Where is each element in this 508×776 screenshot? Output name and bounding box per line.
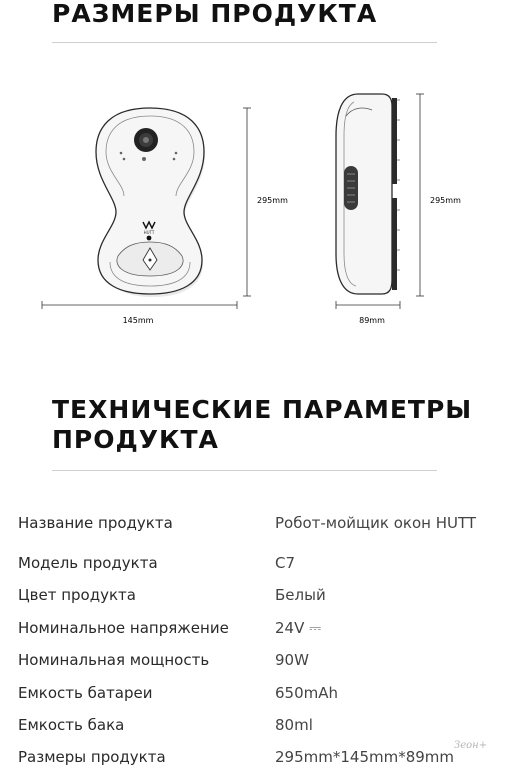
front-height-label: 295mm bbox=[257, 196, 288, 205]
spec-row-color: Цвет продукта Белый bbox=[18, 586, 508, 614]
section-title-dimensions: РАЗМЕРЫ ПРОДУКТА bbox=[52, 0, 378, 28]
spec-value: 295mm*145mm*89mm bbox=[275, 748, 455, 766]
spec-label: Номинальная мощность bbox=[18, 651, 210, 669]
spec-value: 650mAh bbox=[275, 684, 339, 702]
front-width-label: 145mm bbox=[123, 316, 154, 325]
spec-row-name: Название продукта Робот-мойщик окон HUTT bbox=[18, 514, 508, 542]
watermark: Зеон+ bbox=[454, 740, 488, 751]
spec-label: Номинальное напряжение bbox=[18, 619, 229, 637]
spec-value: C7 bbox=[275, 554, 296, 572]
section-title-specs-line2: ПРОДУКТА bbox=[52, 425, 219, 454]
spec-row-voltage: Номинальное напряжение 24V ⎓ bbox=[18, 619, 508, 647]
spec-label: Модель продукта bbox=[18, 554, 158, 572]
spec-row-dimensions: Размеры продукта 295mm*145mm*89mm bbox=[18, 748, 508, 776]
spec-label: Цвет продукта bbox=[18, 586, 136, 604]
spec-value: Робот-мойщик окон HUTT bbox=[275, 514, 477, 532]
spec-value: 80ml bbox=[275, 716, 313, 734]
front-view bbox=[95, 107, 205, 297]
section-divider bbox=[52, 470, 437, 471]
spec-value: 24V ⎓ bbox=[275, 619, 322, 637]
spec-value: Белый bbox=[275, 586, 326, 604]
product-dimensions-diagram: HUTT 295mm 145mm 295mm bbox=[41, 93, 461, 325]
spec-value: 90W bbox=[275, 651, 309, 669]
side-view bbox=[335, 93, 400, 295]
side-width-label: 89mm bbox=[359, 316, 385, 325]
section-divider bbox=[52, 42, 437, 43]
spec-row-model: Модель продукта C7 bbox=[18, 554, 508, 582]
side-height-label: 295mm bbox=[430, 196, 461, 205]
spec-label: Размеры продукта bbox=[18, 748, 166, 766]
section-title-specs-line1: ТЕХНИЧЕСКИЕ ПАРАМЕТРЫ bbox=[52, 395, 473, 424]
spec-row-battery: Емкость батареи 650mAh bbox=[18, 684, 508, 712]
front-logo-text: HUTT bbox=[144, 230, 155, 235]
spec-row-power: Номинальная мощность 90W bbox=[18, 651, 508, 679]
spec-label: Емкость батареи bbox=[18, 684, 153, 702]
spec-row-tank: Емкость бака 80ml bbox=[18, 716, 508, 744]
spec-label: Название продукта bbox=[18, 514, 173, 532]
spec-label: Емкость бака bbox=[18, 716, 125, 734]
